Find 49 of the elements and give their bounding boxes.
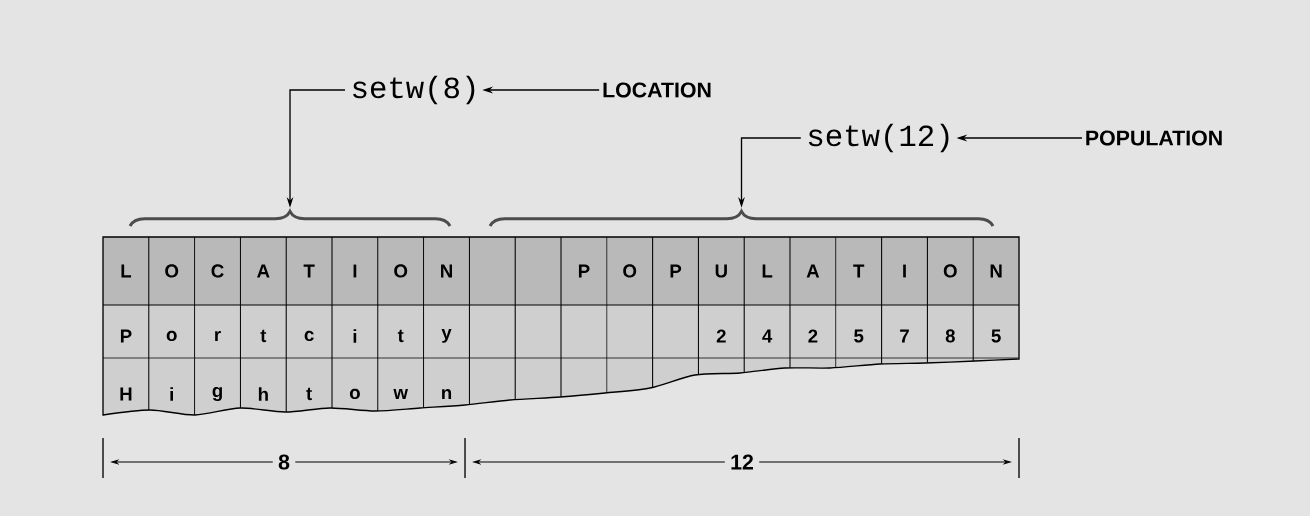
cell-character: o <box>166 330 177 342</box>
cell-character: O <box>623 264 637 278</box>
cell-character: L <box>121 264 132 278</box>
cell-character: 5 <box>854 329 864 343</box>
curly-brace <box>488 209 995 227</box>
cell-character: w <box>393 389 408 399</box>
cell-character: T <box>303 264 315 278</box>
label-text: POPULATION <box>1086 130 1222 146</box>
cell-character: H <box>120 387 132 401</box>
cell-character: i <box>170 387 173 401</box>
cell-character: 2 <box>808 329 818 343</box>
cell-character: t <box>260 329 267 343</box>
curly-brace <box>128 209 452 227</box>
cell-character: n <box>442 388 452 399</box>
cell-character: P <box>670 264 682 278</box>
cell-character: i <box>353 329 357 343</box>
cell-character: L <box>762 264 773 278</box>
cell-character: 7 <box>900 329 909 343</box>
dimension-label: 12 <box>724 449 760 475</box>
cell-character: C <box>211 264 224 278</box>
cell-character: o <box>349 388 360 400</box>
dimension-label: 8 <box>272 449 296 475</box>
cell-character: g <box>212 387 222 401</box>
cell-character: T <box>853 264 865 278</box>
cell-character: r <box>215 330 221 341</box>
cell-character: t <box>397 329 404 343</box>
cell-character: 4 <box>762 329 773 343</box>
cell-character: h <box>258 387 268 401</box>
cell-character: U <box>715 264 727 278</box>
cell-character: P <box>578 264 590 278</box>
cell-character: A <box>806 264 820 278</box>
cell-character: I <box>903 264 906 278</box>
cell-character: P <box>120 329 132 343</box>
cell-character: O <box>165 264 179 278</box>
cell-character: 2 <box>716 329 726 343</box>
cell-character: N <box>990 264 1002 278</box>
code-text: setw(12) <box>808 123 949 153</box>
cell-character: 5 <box>991 329 1001 343</box>
cell-character: O <box>394 264 408 278</box>
cell-character: N <box>441 264 452 278</box>
code-text: setw(8) <box>353 75 475 105</box>
cell-character: O <box>943 264 957 278</box>
cell-character: t <box>306 387 312 401</box>
cell-character: c <box>304 330 314 342</box>
label-text: LOCATION <box>603 82 711 98</box>
cell-character: y <box>441 329 452 343</box>
cell-character: A <box>257 264 270 278</box>
cell-character: I <box>353 264 357 278</box>
cell-character: 8 <box>945 329 955 343</box>
